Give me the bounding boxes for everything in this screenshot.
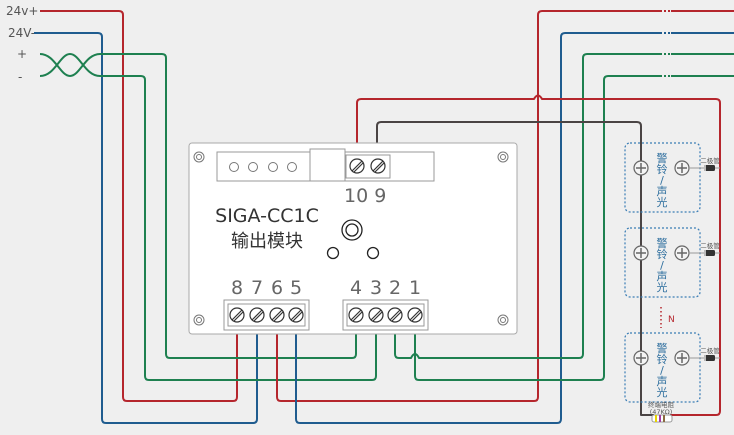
wire-signal-minus-in	[39, 53, 377, 381]
device-label-char: 声	[657, 374, 668, 388]
top-strip-holes	[229, 162, 297, 172]
led-indicator-inner	[345, 223, 359, 237]
terminal-screws-8-1	[229, 307, 423, 323]
terminal-label-8: 8	[231, 277, 243, 299]
device-terminal-screw	[633, 245, 649, 261]
siga-cc1c-module: 10 9 SIGA-CC1C 输出模块 8 7 6 5 4 3 2 1	[188, 142, 518, 335]
device-label-char: 铃	[657, 162, 668, 176]
wire-signal-minus-out	[414, 75, 734, 381]
label-24v-minus: 24V-	[8, 26, 35, 40]
diode	[704, 250, 715, 256]
device-label-char: 铃	[657, 352, 668, 366]
device-label-char: /	[660, 364, 664, 377]
device-label-char: 警	[657, 151, 668, 165]
label-terminals-10-9: 10 9	[344, 185, 386, 207]
diode-label: 二极管	[700, 346, 720, 355]
wire-signal-plus-in	[39, 53, 357, 359]
device-count-label: N	[668, 315, 675, 325]
terminal-screw	[288, 307, 304, 323]
device-outline	[624, 227, 701, 298]
label-24v-plus: 24v+	[6, 4, 38, 18]
device-terminal-screw	[674, 160, 690, 176]
module-hole-left	[326, 246, 340, 260]
terminal-screws-10-9	[349, 158, 386, 174]
terminal-label-5: 5	[290, 277, 302, 299]
led-indicator	[341, 219, 363, 241]
terminal-label-4: 4	[350, 277, 362, 299]
diode-band	[704, 355, 706, 361]
device-label-char: 铃	[657, 247, 668, 261]
device-label-char: 光	[657, 280, 668, 294]
device-label-char: 光	[657, 195, 668, 209]
terminal-label-2: 2	[389, 277, 401, 299]
terminal-label-7: 7	[251, 277, 263, 299]
notification-device: 二极管 警铃/声光	[624, 332, 720, 403]
diode	[704, 165, 715, 171]
device-outline	[624, 332, 701, 403]
continuation-dots	[660, 10, 671, 77]
device-label-char: /	[660, 259, 664, 272]
terminal-screw	[249, 307, 265, 323]
device-terminal-screw	[633, 160, 649, 176]
terminal-screw	[229, 307, 245, 323]
device-label-char: 光	[657, 385, 668, 399]
diode	[704, 355, 715, 361]
end-of-line-resistor: 终端电阻 (47KΩ)	[648, 400, 675, 423]
left-terminal-labels: 8 7 6 5	[231, 277, 302, 299]
wire-24v-plus-out	[276, 10, 734, 402]
diode-label: 二极管	[700, 156, 720, 165]
diode-band	[704, 165, 706, 171]
device-label-char: /	[660, 174, 664, 187]
resistor-value: (47KΩ)	[650, 408, 673, 416]
resistor-label: 终端电阻	[648, 400, 675, 409]
wire-terminal-9	[376, 121, 654, 416]
terminal-screw	[269, 307, 285, 323]
device-label-char: 声	[657, 269, 668, 283]
terminal-screw	[387, 307, 403, 323]
module-hole-right	[366, 246, 380, 260]
label-signal-minus: -	[18, 70, 22, 84]
module-name: 输出模块	[231, 231, 303, 252]
device-outline	[624, 142, 701, 213]
device-terminal-screw	[674, 350, 690, 366]
wire-signal-plus-out	[394, 53, 734, 359]
terminal-screw	[348, 307, 364, 323]
wire-terminal-10	[356, 94, 721, 416]
terminal-label-6: 6	[271, 277, 283, 299]
terminal-block-10-9	[345, 154, 391, 179]
wire-24v-minus-out	[295, 32, 734, 424]
diode-band	[704, 250, 706, 256]
diode-label: 二极管	[700, 241, 720, 250]
wire-24v-plus-in	[40, 10, 238, 402]
module-model: SIGA-CC1C	[215, 205, 319, 227]
terminal-label-1: 1	[409, 277, 421, 299]
right-terminal-labels: 4 3 2 1	[350, 277, 421, 299]
mounting-holes	[193, 151, 509, 326]
terminal-screw	[407, 307, 423, 323]
notification-device: 二极管 警铃/声光	[624, 227, 720, 298]
device-label-char: 声	[657, 184, 668, 198]
label-signal-plus: +	[17, 47, 27, 61]
device-terminal-screw	[633, 350, 649, 366]
terminal-screw	[368, 307, 384, 323]
connector-housing	[309, 148, 346, 182]
terminal-label-3: 3	[370, 277, 382, 299]
notification-device: 二极管 警铃/声光	[624, 142, 720, 213]
device-terminal-screw	[674, 245, 690, 261]
device-label-char: 警	[657, 236, 668, 250]
device-label-char: 警	[657, 341, 668, 355]
wire-24v-minus-in	[34, 32, 258, 424]
